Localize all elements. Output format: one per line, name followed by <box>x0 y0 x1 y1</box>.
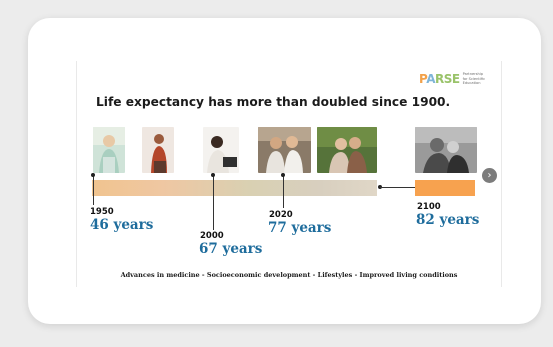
tick-dot-1950 <box>91 173 95 177</box>
next-button[interactable]: › <box>482 168 497 183</box>
photo-2100-bw-family <box>415 127 477 173</box>
year-2100: 2100 <box>417 202 441 212</box>
tick-2000 <box>213 175 214 230</box>
life-expectancy-1950: 46 years <box>90 217 154 233</box>
tick-2020 <box>283 175 284 208</box>
year-1950: 1950 <box>90 207 114 217</box>
tick-1950 <box>93 175 94 205</box>
life-expectancy-2000: 67 years <box>199 241 263 257</box>
photo-2020-elderly-couple <box>317 127 377 173</box>
timeline-bar-past <box>92 180 377 196</box>
footer-factors: Advances in medicine - Socioeconomic dev… <box>120 271 458 279</box>
chevron-right-icon: › <box>487 170 492 181</box>
year-2020: 2020 <box>269 210 293 220</box>
photo-1950-child <box>93 127 125 173</box>
slide: PARSE Partnership for Scientific Educati… <box>76 61 502 287</box>
logo-mark: PARSE <box>419 72 460 86</box>
timeline-bar-future <box>415 180 475 196</box>
timeline-connector <box>380 187 415 188</box>
headline: Life expectancy has more than doubled si… <box>96 95 451 109</box>
year-2000: 2000 <box>200 231 224 241</box>
logo-subtitle: Partnership for Scientific Education <box>462 72 486 86</box>
tick-dot-2020 <box>281 173 285 177</box>
photo-2020-couple <box>258 127 311 173</box>
logo: PARSE Partnership for Scientific Educati… <box>419 70 491 88</box>
tick-dot-2000 <box>211 173 215 177</box>
life-expectancy-2020: 77 years <box>268 220 332 236</box>
photo-1950-woman <box>142 127 174 173</box>
life-expectancy-2100: 82 years <box>416 212 480 228</box>
photo-2000-man-laptop <box>203 127 239 173</box>
